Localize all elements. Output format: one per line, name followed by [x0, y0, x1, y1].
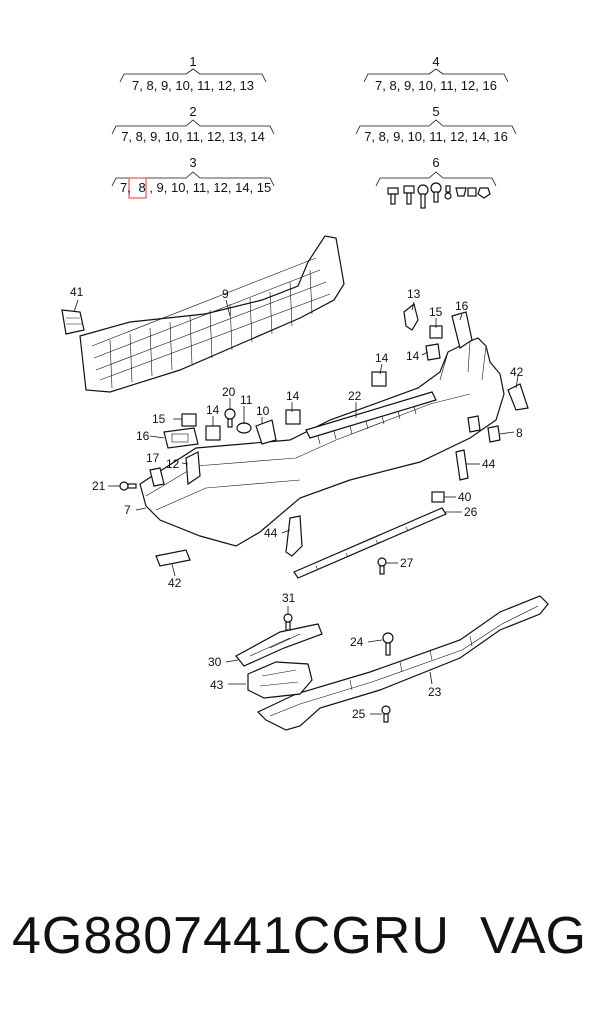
callout-14: 14: [406, 349, 420, 363]
clip-24: [382, 632, 394, 656]
group-items: 7, 8, 9, 10, 11, 12, 13, 14: [121, 129, 265, 144]
callout-24: 24: [350, 635, 364, 649]
clip-13: [403, 302, 419, 331]
clip-40: [431, 491, 445, 503]
leader-lines: [73, 299, 519, 715]
callout-40: 40: [458, 490, 472, 504]
callout-41: 41: [70, 285, 84, 299]
screw-21: [119, 481, 137, 491]
clip-15b: [181, 413, 197, 427]
group-6: 6: [375, 155, 497, 209]
callout-12: 12: [166, 457, 180, 471]
callout-42: 42: [168, 576, 182, 590]
group-number: 6: [432, 155, 439, 170]
screw-31: [283, 613, 293, 631]
group-number: 4: [432, 54, 439, 69]
bracket-42a: [507, 383, 529, 411]
group-number: 5: [432, 104, 439, 119]
bracket-44b: [285, 515, 303, 557]
callout-44: 44: [482, 457, 496, 471]
fastener-set-icon: [387, 182, 491, 209]
group-number: 1: [189, 54, 196, 69]
highlighted-item: 8: [138, 180, 145, 195]
group-2: 2 7, 8, 9, 10, 11, 12, 13, 14: [111, 104, 275, 144]
group-3: 3 7, 8 , 9, 10, 11, 12, 14, 15: [111, 155, 275, 199]
callout-9: 9: [222, 287, 229, 301]
group-1: 1 7, 8, 9, 10, 11, 12, 13: [119, 54, 267, 93]
callout-21: 21: [92, 479, 106, 493]
callout-14: 14: [375, 351, 389, 365]
screw-25: [381, 705, 391, 723]
lower-strip-26: [293, 507, 447, 579]
brand-caption: VAG: [480, 907, 586, 965]
callout-27: 27: [400, 556, 414, 570]
callout-15: 15: [429, 305, 443, 319]
group-items: 7, 8 , 9, 10, 11, 12, 14, 15: [120, 180, 271, 195]
callout-8: 8: [516, 426, 523, 440]
callout-7: 7: [124, 503, 131, 517]
callout-10: 10: [256, 404, 270, 418]
clip-14d: [285, 409, 301, 425]
group-number: 3: [189, 155, 196, 170]
callout-23: 23: [428, 685, 442, 699]
callout-30: 30: [208, 655, 222, 669]
callout-43: 43: [210, 678, 224, 692]
group-items: 7, 8, 9, 10, 11, 12, 14, 16: [364, 129, 508, 144]
bumper-cover-7: [139, 337, 505, 547]
group-5: 5 7, 8, 9, 10, 11, 12, 14, 16: [355, 104, 517, 144]
clip-14b: [371, 371, 387, 387]
group-items: 7, 8, 9, 10, 11, 12, 13: [132, 78, 254, 93]
bracket-44a: [455, 449, 469, 481]
clip-14a: [425, 343, 441, 361]
callout-31: 31: [282, 591, 296, 605]
part-number-caption: 4G8807441CGRU: [12, 907, 450, 965]
clip-14c: [205, 425, 221, 441]
callout-22: 22: [348, 389, 362, 403]
strip-17: [149, 467, 165, 487]
callout-25: 25: [352, 707, 366, 721]
callout-17: 17: [146, 451, 160, 465]
reflector-42b: [155, 549, 191, 567]
sensor-holder-16b: [163, 427, 199, 449]
bracket-10: [255, 419, 277, 445]
callout-16: 16: [136, 429, 150, 443]
screw-20: [224, 408, 236, 428]
callout-16: 16: [455, 299, 469, 313]
reflector-12: [185, 451, 201, 486]
exhaust-trim-43: [247, 661, 313, 699]
bracket-16a: [451, 311, 473, 349]
bracket-41: [61, 309, 85, 335]
callout-20: 20: [222, 385, 236, 399]
callout-42: 42: [510, 365, 524, 379]
nut-11: [236, 422, 252, 434]
callout-13: 13: [407, 287, 421, 301]
exploded-parts-diagram: 1 7, 8, 9, 10, 11, 12, 13 2 7, 8, 9, 10,…: [61, 54, 549, 731]
callout-15: 15: [152, 412, 166, 426]
callout-11: 11: [240, 393, 253, 407]
screw-27: [377, 557, 387, 575]
trim-strip-22: [305, 391, 437, 445]
cap-8: [487, 425, 501, 443]
callout-44: 44: [264, 526, 278, 540]
callout-26: 26: [464, 505, 478, 519]
group-items: 7, 8, 9, 10, 11, 12, 16: [375, 78, 497, 93]
callout-14: 14: [206, 403, 220, 417]
bracket-30: [235, 623, 323, 667]
callout-14: 14: [286, 389, 300, 403]
group-4: 4 7, 8, 9, 10, 11, 12, 16: [363, 54, 509, 93]
diffuser-23: [256, 595, 549, 731]
callout-labels: 41 9 13 15 16 14 14 42 22 20 11 14 15 14…: [70, 285, 524, 721]
group-number: 2: [189, 104, 196, 119]
highlight-box: [128, 177, 147, 199]
impact-absorber-9: [79, 235, 345, 393]
